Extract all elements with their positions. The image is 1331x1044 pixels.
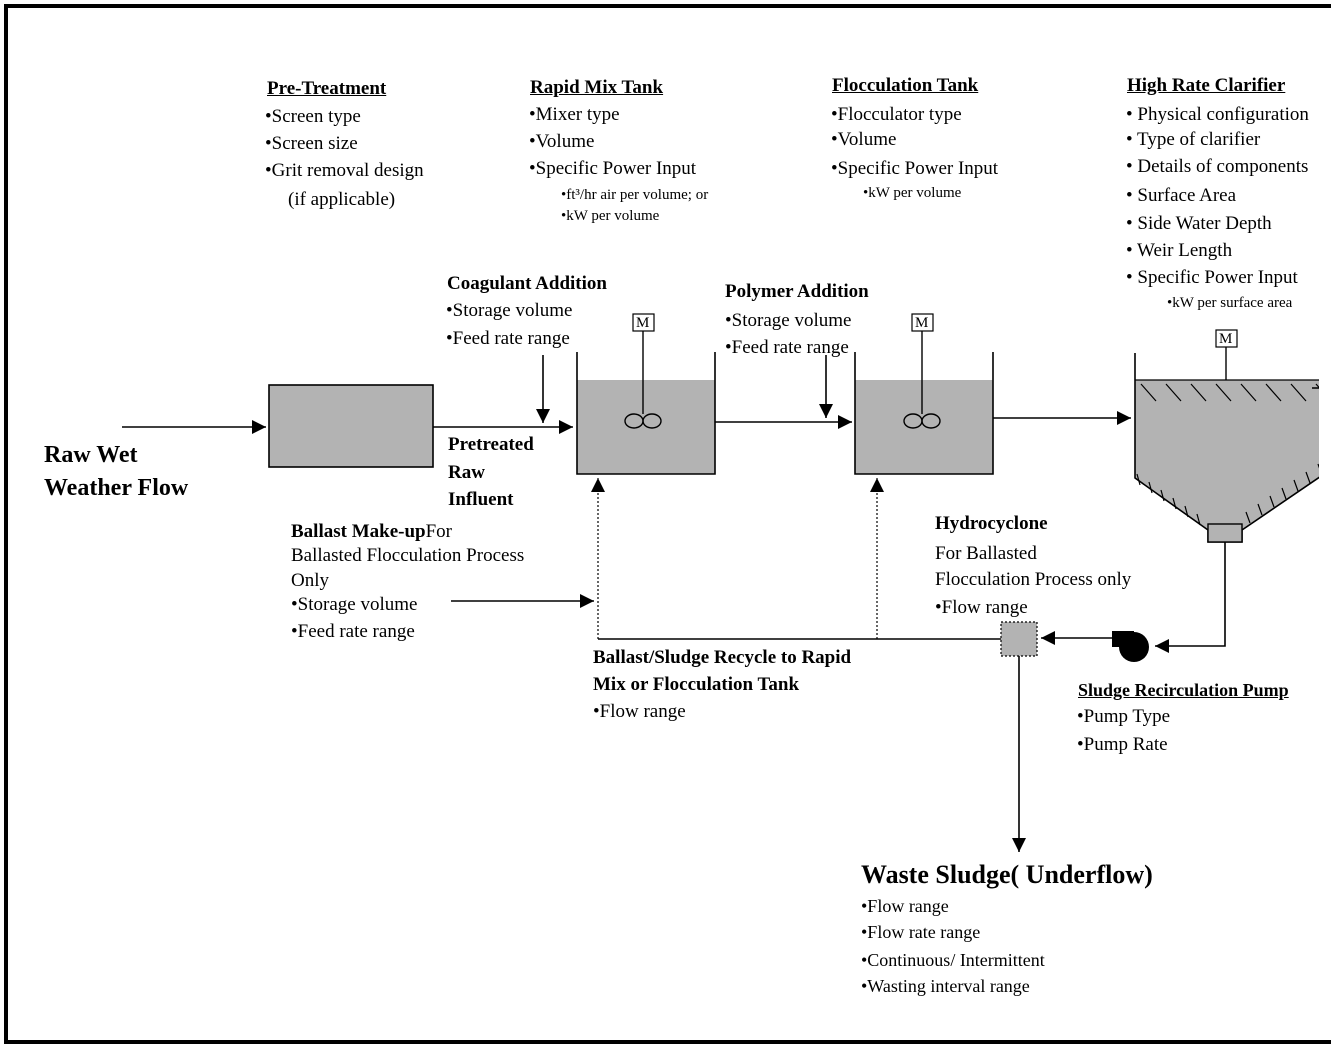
pump-item: •Pump Type — [1077, 706, 1171, 727]
clarifier-item: • Specific Power Input — [1126, 267, 1298, 288]
rapid-mix-sub: •ft³/hr air per volume; or — [561, 187, 709, 203]
floc-tank-walls — [854, 352, 994, 475]
waste-sludge-item: •Continuous/ Intermittent — [861, 950, 1045, 970]
rapid-mix-item: •Specific Power Input — [529, 158, 697, 179]
floc-motor-label: M — [915, 315, 929, 331]
pretreatment-title: Pre-Treatment — [267, 78, 387, 99]
polymer-item: •Storage volume — [725, 310, 852, 331]
clarifier-item: • Surface Area — [1126, 185, 1237, 206]
hydrocyclone-box — [1000, 621, 1038, 657]
pretreatment-box — [268, 384, 434, 468]
floc-liquid — [855, 380, 993, 474]
ballast-makeup-line: •Feed rate range — [291, 621, 415, 642]
pretreated-label-2: Raw — [448, 462, 485, 483]
rapid-mix-impeller-right — [642, 413, 662, 429]
clarifier-item: • Weir Length — [1126, 240, 1233, 261]
clarifier-motor-label: M — [1219, 331, 1233, 347]
waste-sludge-item: •Wasting interval range — [861, 976, 1030, 996]
recycle-item: •Flow range — [593, 701, 686, 722]
pretreatment-item: •Screen type — [265, 106, 361, 127]
hydrocyclone-line: Flocculation Process only — [935, 569, 1132, 590]
ballast-makeup-title: Ballast Make-up — [291, 521, 426, 542]
floc-item: •Flocculator type — [831, 104, 962, 125]
hydrocyclone-line: •Flow range — [935, 597, 1028, 618]
rapid-mix-tank-walls — [576, 352, 716, 475]
waste-sludge-item: •Flow rate range — [861, 922, 981, 942]
polymer-title: Polymer Addition — [725, 281, 869, 302]
floc-item: •Volume — [831, 129, 897, 150]
pump-item: •Pump Rate — [1077, 734, 1168, 755]
rapid-mix-motor-label: M — [636, 315, 650, 331]
pretreatment-item: •Grit removal design — [265, 160, 424, 181]
waste-sludge-item: •Flow range — [861, 896, 949, 916]
raw-flow-label-1: Raw Wet — [44, 442, 138, 468]
floc-sub: •kW per volume — [863, 185, 962, 201]
ballast-makeup-line: Only — [291, 570, 329, 591]
ballast-makeup-line: •Storage volume — [291, 594, 418, 615]
clarifier-body — [1135, 380, 1319, 530]
polymer-item: •Feed rate range — [725, 337, 849, 358]
rapid-mix-title: Rapid Mix Tank — [530, 77, 664, 98]
waste-sludge-title: Waste Sludge( Underflow) — [861, 860, 1153, 889]
sludge-pump-icon — [1112, 631, 1149, 662]
coagulant-title: Coagulant Addition — [447, 273, 607, 294]
coagulant-item: •Feed rate range — [446, 328, 570, 349]
pump-title: Sludge Recirculation Pump — [1078, 680, 1289, 700]
pretreated-label-1: Pretreated — [448, 434, 534, 455]
underflow-line — [1155, 542, 1226, 653]
clarifier-item: • Details of components — [1126, 156, 1309, 177]
rapid-mix-sub: •kW per volume — [561, 208, 660, 224]
floc-item: •Specific Power Input — [831, 158, 999, 179]
pretreatment-item: •Screen size — [265, 133, 358, 154]
clarifier-title: High Rate Clarifier — [1127, 75, 1286, 96]
hydrocyclone-title: Hydrocyclone — [935, 513, 1048, 534]
coagulant-item: •Storage volume — [446, 300, 573, 321]
pretreatment-item: (if applicable) — [288, 189, 396, 210]
clarifier-item: • Type of clarifier — [1126, 129, 1261, 150]
clarifier-sub: •kW per surface area — [1167, 295, 1293, 311]
pretreated-label-3: Influent — [448, 489, 514, 510]
floc-impeller-right — [921, 413, 941, 429]
ballast-makeup-line: Ballasted Flocculation Process — [291, 545, 525, 566]
clarifier-item: • Physical configuration — [1126, 104, 1309, 125]
ballast-makeup-title-line: Ballast Make-upFor — [291, 521, 452, 543]
hydrocyclone-line: For Ballasted — [935, 543, 1037, 564]
rapid-mix-item: •Volume — [529, 131, 595, 152]
raw-flow-label-2: Weather Flow — [44, 475, 189, 501]
rapid-mix-item: •Mixer type — [529, 104, 620, 125]
floc-title: Flocculation Tank — [832, 75, 979, 96]
recycle-label-2: Mix or Flocculation Tank — [593, 674, 800, 695]
clarifier-item: • Side Water Depth — [1126, 213, 1272, 234]
ballast-makeup-title-suffix: For — [425, 521, 453, 542]
clarifier-outlet — [1207, 523, 1243, 543]
recycle-label-1: Ballast/Sludge Recycle to Rapid — [593, 647, 852, 668]
clarifier-hatching — [1135, 379, 1319, 526]
